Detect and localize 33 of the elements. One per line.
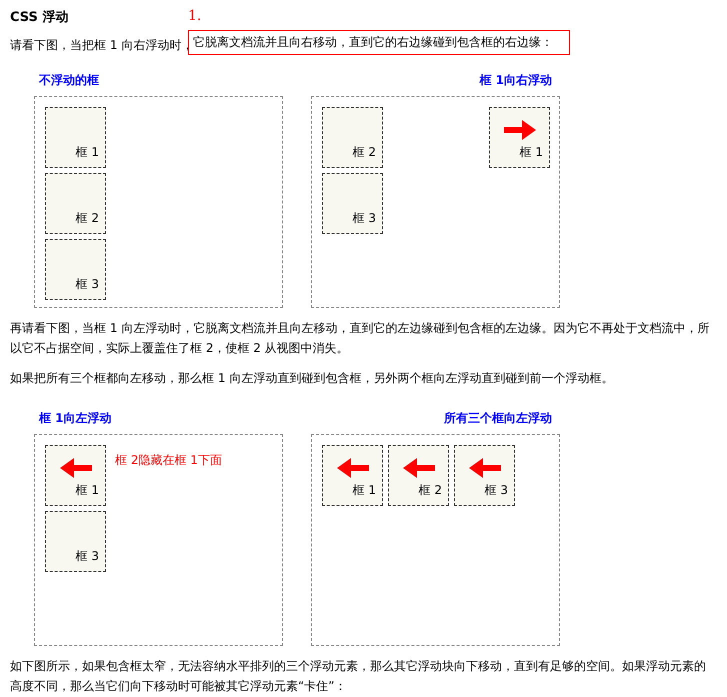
paragraph: 如下图所示，如果包含框太窄，无法容纳水平排列的三个浮动元素，那么其它浮动块向下移动，直到有足够的空间。如果浮动元素的高度不同，那么当它们向下移动时可能被其它浮动元素“卡住”：	[10, 658, 707, 695]
highlight-box: 它脱离文档流并且向右移动，直到它的右边缘碰到包含框的右边缘：	[188, 30, 570, 55]
box-label: 框 3	[352, 210, 376, 227]
box-label: 框 1	[352, 482, 376, 499]
float-box	[45, 239, 106, 300]
box-label: 框 2	[352, 144, 376, 161]
box-label: 框 3	[76, 548, 99, 565]
float-box	[322, 445, 383, 506]
heading: CSS 浮动	[10, 9, 68, 26]
box-label: 框 1	[76, 482, 99, 499]
callout-number: 1.	[188, 8, 202, 24]
paragraph: 如果把所有三个框都向左移动，那么框 1 向左浮动直到碰到包含框，另外两个框向左浮动直到碰到前一个浮动框。	[10, 370, 614, 387]
paragraph: 再请看下图，当框 1 向左浮动时，它脱离文档流并且向左移动，直到它的左边缘碰到包含框的左边缘。因为它不再处于文档流中，所以它不占据空间，实际上覆盖住了框 2，使框 2 从视图中消失。	[10, 320, 710, 357]
note-text: 框 2隐藏在框 1下面	[115, 452, 222, 469]
box-label: 框 2	[76, 210, 99, 227]
box-title: 不浮动的框	[39, 72, 99, 89]
float-box	[45, 511, 106, 572]
box-title: 框 1向右浮动	[479, 72, 552, 89]
box-title: 所有三个框向左浮动	[444, 410, 552, 427]
box-label: 框 2	[418, 482, 442, 499]
float-box	[322, 107, 383, 168]
box-label: 框 3	[484, 482, 508, 499]
box-title: 框 1向左浮动	[39, 410, 112, 427]
float-box	[45, 107, 106, 168]
float-box	[45, 445, 106, 506]
box-label: 框 1	[520, 144, 543, 161]
float-box	[489, 107, 550, 168]
float-box	[388, 445, 449, 506]
float-box	[45, 173, 106, 234]
box-label: 框 3	[76, 276, 99, 293]
float-box	[454, 445, 515, 506]
float-box	[322, 173, 383, 234]
box-label: 框 1	[76, 144, 99, 161]
